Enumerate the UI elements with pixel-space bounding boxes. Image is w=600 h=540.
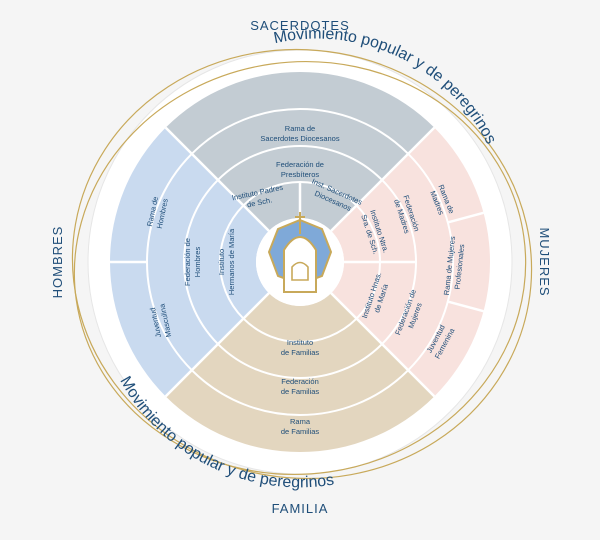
label-sacerdotes: SACERDOTES: [250, 18, 350, 33]
ring-dividers: [146, 108, 454, 416]
mujeres-outer-divider: [447, 300, 484, 313]
emblem: [256, 212, 344, 306]
hombres-segment: Rama deHombres JuventudMasculina Federac…: [145, 195, 236, 339]
sectors: [110, 72, 490, 452]
label-mujeres: MUJERES: [537, 227, 552, 296]
sector-sacerdotes: [165, 72, 435, 231]
gold-loop: [71, 48, 533, 480]
quadrant-divider: [330, 292, 436, 398]
shrine-icon: [283, 236, 317, 293]
rama-hombres-label: Rama deHombres: [145, 195, 170, 229]
quadrant-divider: [164, 126, 270, 232]
mujeres-outer-divider: [447, 211, 484, 224]
sector-hombres: [110, 127, 269, 397]
quadrant-divider: [330, 126, 436, 232]
federacion-hombres-label: Federación deHombres: [183, 238, 202, 286]
sector-familia: [165, 293, 435, 452]
quadrant-divider: [164, 292, 270, 398]
instituto-hermanos-label: InstitutoHermanos de María: [217, 228, 236, 295]
label-hombres: HOMBRES: [50, 226, 65, 299]
label-familia: FAMILIA: [272, 501, 329, 516]
